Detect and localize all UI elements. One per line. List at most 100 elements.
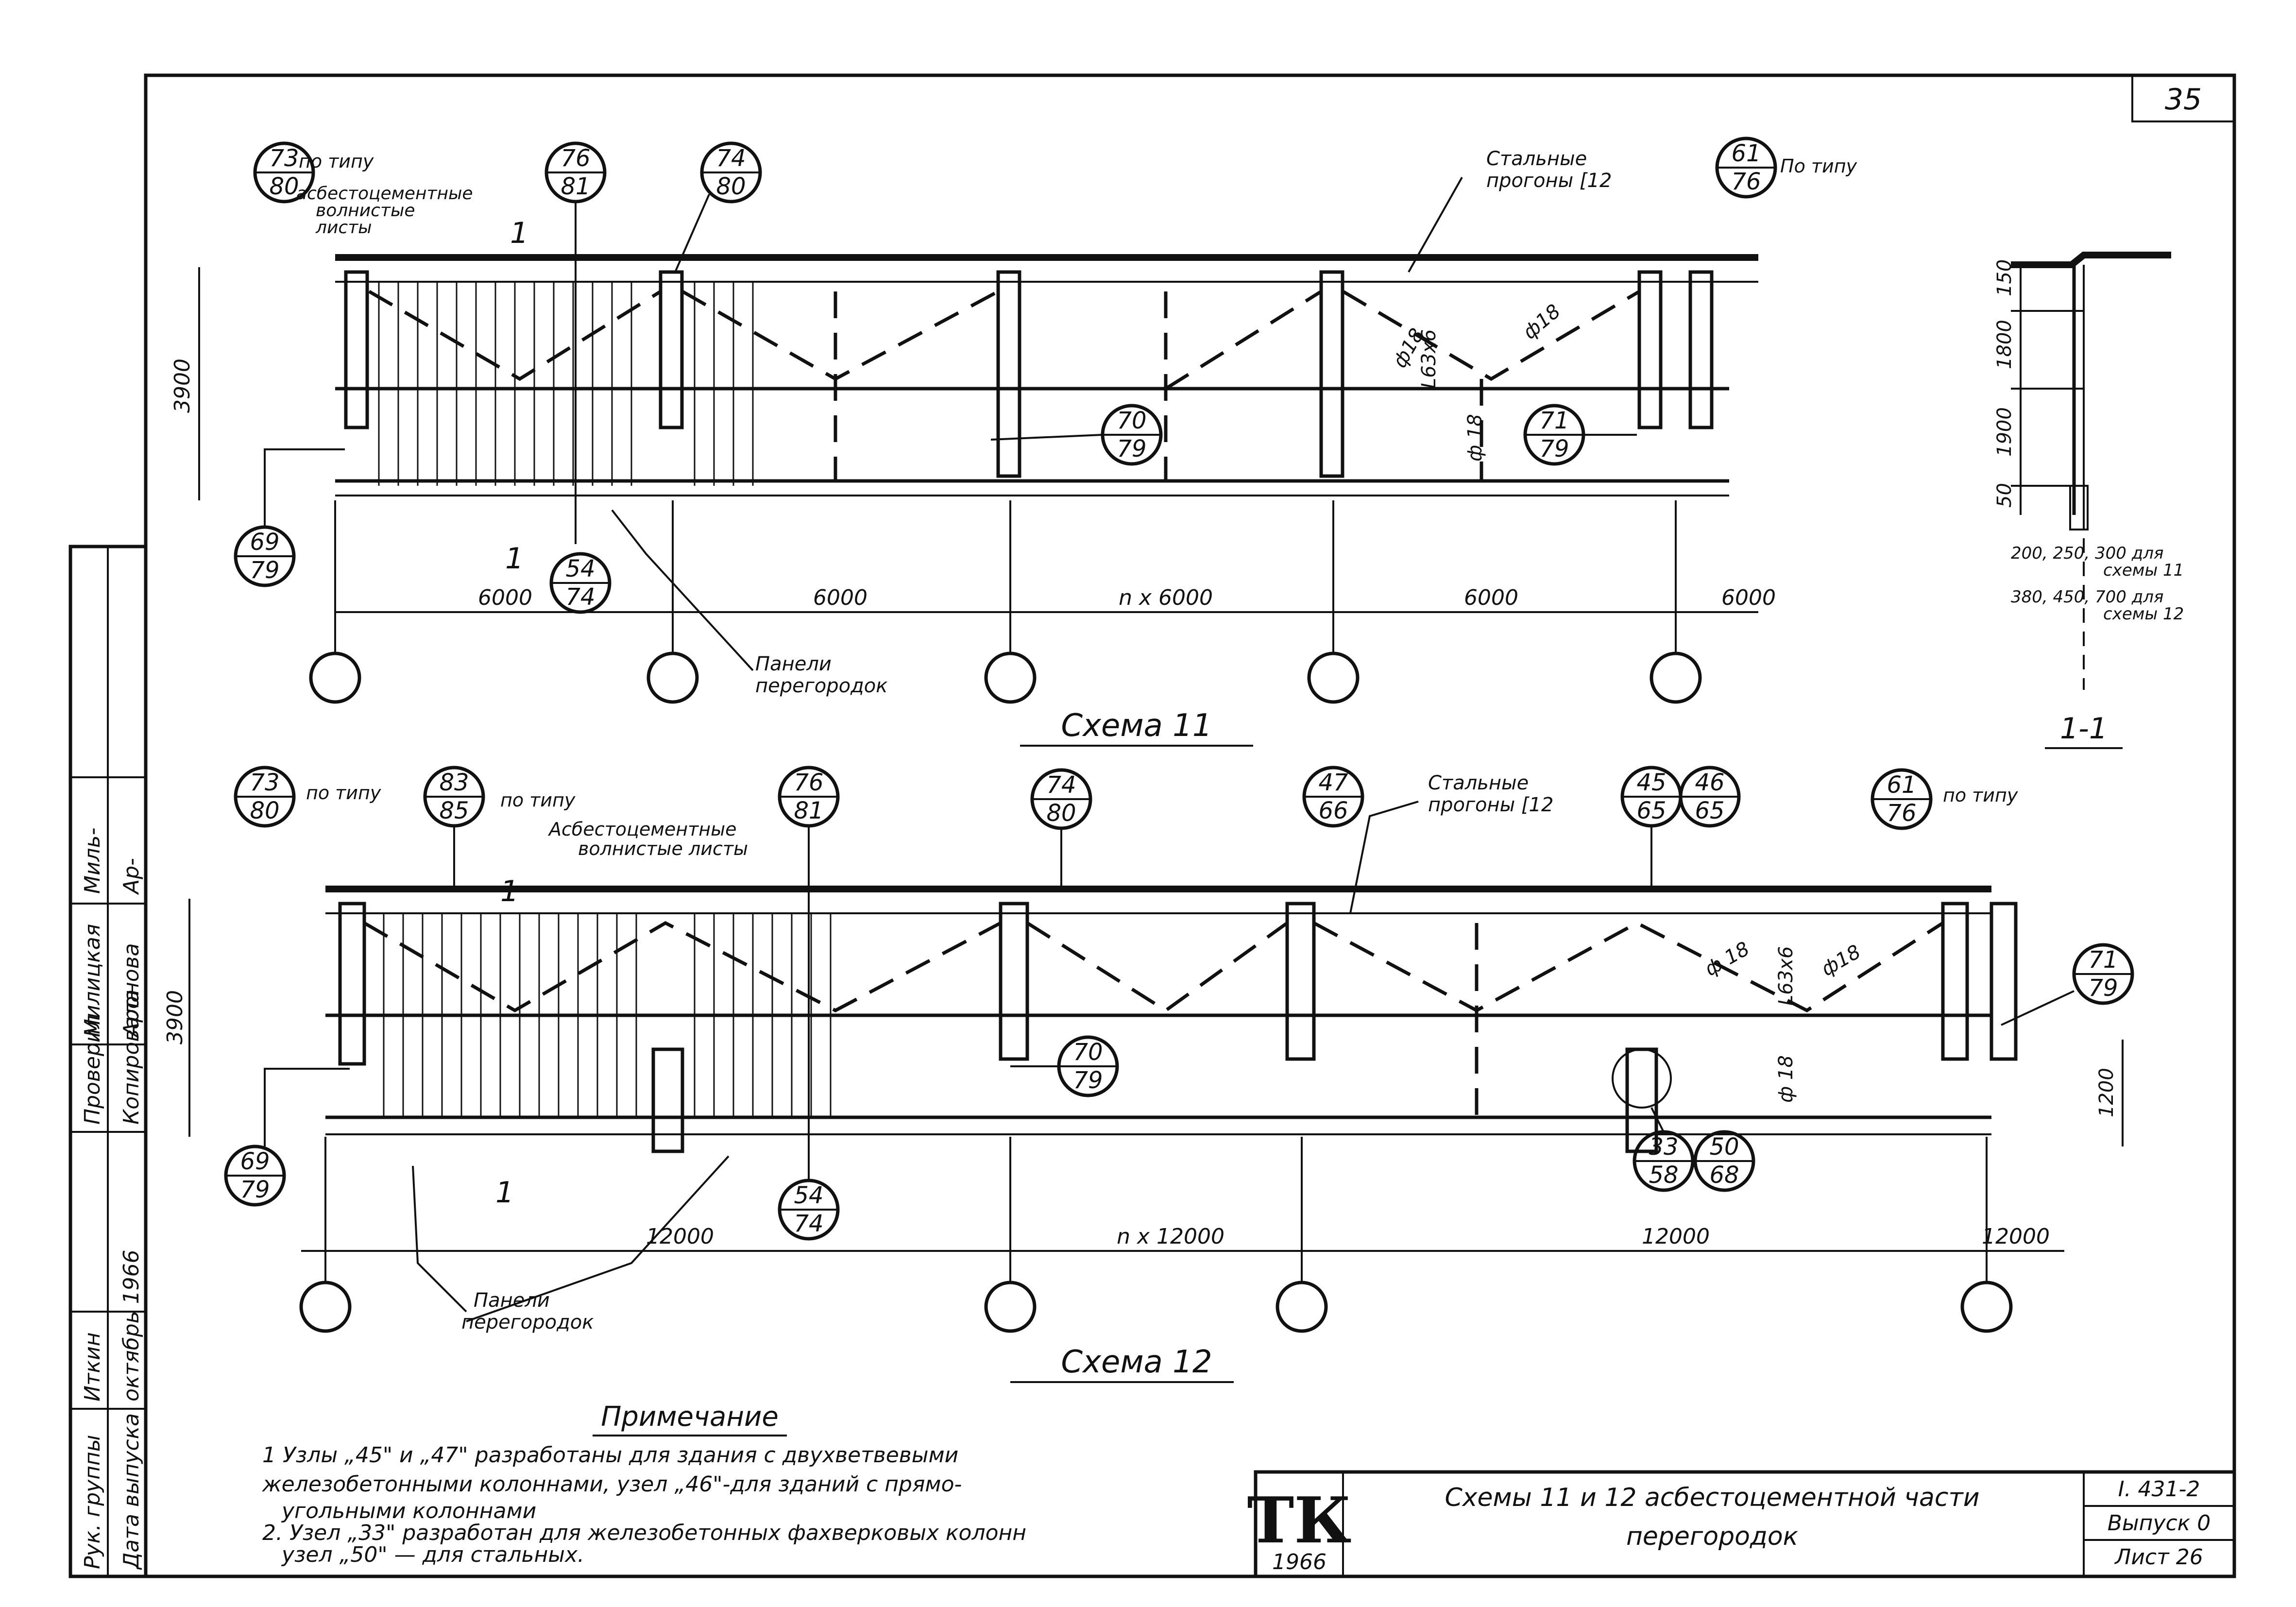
s12-po-tipu-2: по типу <box>500 789 576 811</box>
stamp-block: Рук. группы Иткин Проверил Милицкая Копи… <box>68 545 148 1578</box>
svg-text:76: 76 <box>561 145 590 172</box>
note-line-4: 2. Узел „33" разработан для железобетонн… <box>262 1521 1026 1545</box>
stamp-role-3: Копировала <box>119 990 144 1125</box>
s11-node-70-79: 70 79 <box>990 404 1163 466</box>
svg-text:74: 74 <box>794 1210 823 1237</box>
svg-text:79: 79 <box>2088 974 2118 1002</box>
stamp-name-3: Аронова <box>119 943 144 1039</box>
note-line-1: 1 Узлы „45" и „47" разработаны для здани… <box>262 1443 958 1468</box>
svg-text:80: 80 <box>1046 800 1076 827</box>
title-line-1: Схемы 11 и 12 асбестоцементной части <box>1445 1483 1979 1512</box>
s12-node-83-85: 83 85 <box>423 766 485 889</box>
s12-node-46-65: 46 65 <box>1679 766 1741 828</box>
s11-panels-leader <box>611 509 754 671</box>
s12-node-70-79: 70 79 <box>1010 1035 1119 1097</box>
s12-brace-label-2: L63x6 <box>1775 946 1797 1006</box>
s11-panels-label-2: перегородок <box>755 675 887 697</box>
s12-node-69-79: 69 79 <box>224 1068 350 1207</box>
s12-panels-leader-2 <box>466 1155 730 1322</box>
s12-brace-label-3: ф18 <box>1818 940 1865 980</box>
svg-text:69: 69 <box>250 529 279 556</box>
s12-span-1: 12000 <box>646 1224 714 1249</box>
s12-po-tipu-1: по типу <box>306 782 381 804</box>
svg-text:79: 79 <box>240 1176 270 1203</box>
s11-span-1: 6000 <box>478 585 532 610</box>
stamp-name-2: Милицкая <box>80 924 105 1037</box>
svg-text:80: 80 <box>250 797 279 824</box>
s12-purlins-leader <box>1349 801 1419 914</box>
stamp-signature-1: Миль- <box>80 828 105 894</box>
s11-node-61-76: 61 76 <box>1715 137 1777 199</box>
section-note-2a: 380, 450, 700 для <box>2011 587 2163 607</box>
notes-heading: Примечание <box>601 1401 779 1433</box>
section-caption: 1-1 <box>2060 712 2108 746</box>
scheme-12-elevation: ф 18 L63x6 ф18 ф 18 3900 1200 12000 n x … <box>163 766 2134 1383</box>
s11-node-69-79: 69 79 <box>234 448 345 587</box>
s12-caption: Схема 12 <box>1061 1344 1212 1380</box>
svg-text:69: 69 <box>240 1148 270 1175</box>
scheme-11-elevation: ф18 L63x6 ф18 ф 18 3900 6000 6000 n x 60… <box>170 137 1857 747</box>
s11-brace-label-4: ф 18 <box>1464 414 1486 462</box>
svg-text:79: 79 <box>1073 1067 1103 1094</box>
notes-block: Примечание 1 Узлы „45" и „47" разработан… <box>262 1401 1026 1567</box>
s12-section-mark-bottom: 1 <box>495 1176 514 1210</box>
s12-height-dim: 3900 <box>163 990 187 1044</box>
s11-brace-label-2: L63x6 <box>1418 329 1440 389</box>
s12-brace-label-1: ф 18 <box>1701 938 1753 981</box>
svg-text:68: 68 <box>1709 1162 1739 1189</box>
s11-height-dim: 3900 <box>170 359 195 413</box>
svg-text:71: 71 <box>1539 407 1569 434</box>
stamp-role-2: Проверил <box>80 1015 105 1125</box>
svg-text:54: 54 <box>565 555 595 582</box>
svg-text:74: 74 <box>716 145 746 172</box>
svg-text:71: 71 <box>2088 946 2118 974</box>
svg-text:85: 85 <box>439 797 469 824</box>
s11-sheets-label-2: волнистые <box>316 201 415 221</box>
s12-node-45-65: 45 65 <box>1620 766 1683 889</box>
title-block: ТК 1966 Схемы 11 и 12 асбестоцементной ч… <box>1247 1470 2236 1578</box>
s11-node-71-79: 71 79 <box>1523 404 1637 466</box>
s11-po-tipu-2: По типу <box>1780 155 1857 177</box>
s11-span-2: 6000 <box>813 585 867 610</box>
svg-text:70: 70 <box>1073 1039 1103 1066</box>
note-line-5: узел „50" — для стальных. <box>281 1542 584 1567</box>
svg-text:79: 79 <box>250 557 279 584</box>
s12-height-dim-2: 1200 <box>2095 1068 2118 1117</box>
s11-purlins-label-2: прогоны [12 <box>1486 170 1612 192</box>
s12-node-33-58: 33 58 <box>1612 1048 1695 1192</box>
svg-text:50: 50 <box>1709 1133 1739 1161</box>
s12-node-50-68: 50 68 <box>1693 1130 1755 1192</box>
s12-sheets-label-2: волнистые листы <box>578 838 748 859</box>
svg-text:81: 81 <box>794 797 823 824</box>
section-note-1b: схемы 11 <box>2103 561 2184 580</box>
s12-section-mark-top: 1 <box>500 874 519 908</box>
s12-purlins-label-1: Стальные <box>1428 772 1529 794</box>
svg-text:80: 80 <box>716 173 746 200</box>
s12-node-76-81: 76 81 <box>778 766 840 1180</box>
svg-text:65: 65 <box>1636 797 1666 824</box>
s12-node-47-66: 47 66 <box>1302 766 1364 828</box>
svg-text:66: 66 <box>1318 797 1348 824</box>
s11-section-mark-top: 1 <box>510 216 528 250</box>
s11-span-4: 6000 <box>1464 585 1518 610</box>
s11-node-54-74: 54 74 <box>549 552 612 614</box>
svg-text:73: 73 <box>269 145 299 172</box>
stamp-signature-2: Ар- <box>119 858 144 895</box>
svg-text:76: 76 <box>1887 800 1916 827</box>
s12-node-61-76: 61 76 <box>1871 768 1933 830</box>
s11-columns <box>344 270 1714 478</box>
s11-span-5: 6000 <box>1721 585 1776 610</box>
s12-grid-axes <box>299 1137 2013 1333</box>
s12-node-73-80: 73 80 <box>234 766 296 828</box>
svg-text:58: 58 <box>1649 1162 1678 1189</box>
svg-text:79: 79 <box>1539 435 1569 462</box>
svg-text:54: 54 <box>794 1182 823 1209</box>
s12-panels-label-1: Панели <box>474 1289 550 1312</box>
svg-text:45: 45 <box>1636 769 1666 796</box>
s11-bracing <box>368 290 1640 481</box>
tk-logo: ТК <box>1247 1483 1352 1557</box>
s11-section-mark-bottom: 1 <box>505 542 524 576</box>
title-sheet-number: Лист 26 <box>2114 1545 2203 1570</box>
svg-text:83: 83 <box>439 769 469 796</box>
